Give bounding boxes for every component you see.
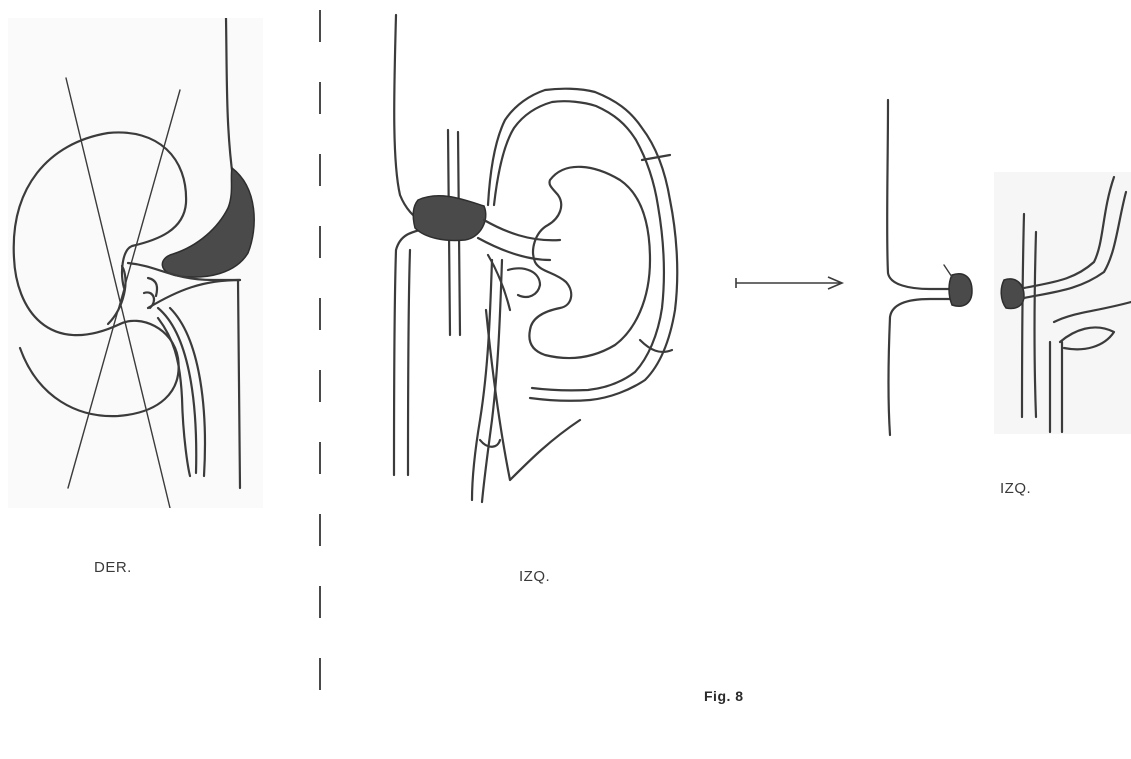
aorta-lower-2 [408,250,410,475]
detail-aorta [1022,214,1024,417]
vein-detail-panel [860,95,975,465]
aorta-upper [394,15,428,228]
cross-line-a [66,78,170,508]
kidney-outline [14,132,186,335]
left-detail-drawing [994,172,1131,434]
dashed-divider [314,5,326,705]
dark-mass [162,168,254,277]
left-dark-mass [413,196,485,241]
vein-detail-drawing [860,95,975,465]
arrow [732,273,852,293]
left-kidney-inner [529,167,650,358]
wave-mark [642,155,670,160]
vena-cava-lower [238,280,240,488]
left-detail-panel [994,172,1131,434]
left-kidney-drawing [380,10,710,520]
renal-vessel-left [484,220,560,240]
detail-loop [1060,327,1114,349]
ureter-3 [158,318,190,476]
aorta-lower [394,228,428,475]
pelvis-loop [508,268,540,297]
detail-left-mass [1001,279,1024,309]
kidney-lower-outline [20,321,179,416]
left-kidney-drawing-wrap [380,10,710,520]
detail-aorta-2 [1035,232,1037,417]
renal-vessel-2 [148,280,240,308]
detail-branch-right [1054,302,1131,322]
ureter-2 [170,308,205,476]
vena-cava [226,18,233,178]
detail-vein-upper [887,100,960,289]
detail-vein-lower [889,299,961,435]
detail-tick [944,265,952,277]
left-detail-label: IZQ. [1000,480,1031,497]
collateral-vessel [486,310,580,480]
left-kidney-outer-2 [494,101,664,390]
detail-branch-up-2 [1024,192,1126,298]
right-kidney-label: DER. [94,559,132,576]
right-kidney-panel [8,18,263,508]
detail-branch-up [1024,177,1114,288]
detail-mass [949,274,972,306]
figure-caption: Fig. 8 [704,688,744,704]
right-kidney-drawing [8,18,263,508]
left-kidney-label: IZQ. [519,568,550,585]
left-ureter [472,260,492,500]
